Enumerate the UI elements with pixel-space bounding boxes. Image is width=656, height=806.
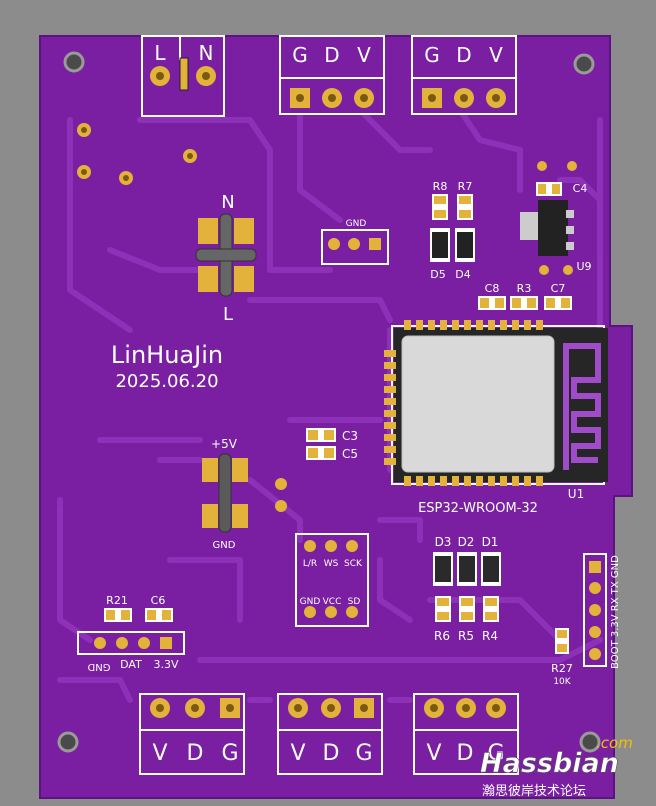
mounting-holes <box>57 51 601 753</box>
r21-label: R21 <box>106 594 128 607</box>
mains-fuse: N L <box>195 192 257 325</box>
d1-label: D1 <box>482 535 499 549</box>
c3-label: C3 <box>342 429 358 443</box>
gnd-header: GND <box>321 219 389 265</box>
left-header-pin-label: GND <box>87 661 110 672</box>
antenna-trace <box>563 343 601 470</box>
d4-label: D4 <box>455 268 470 281</box>
esp32-module: ESP32-WROOM-32 U1 <box>384 320 608 516</box>
gdv-pin-label: G <box>292 43 308 67</box>
gdv-connector-left: G D V <box>279 35 385 115</box>
power-plus-label: +5V <box>211 437 238 451</box>
r7-label: R7 <box>458 180 473 193</box>
mic-pin-label: VCC <box>323 597 342 607</box>
bottom-pin-label: V <box>152 741 167 766</box>
bottom-pin-label: V <box>290 741 305 766</box>
ac-connector: L N <box>141 35 225 117</box>
watermark: .com Hassbian 瀚思彼岸技术论坛 <box>480 734 633 799</box>
led-cluster: R8 R7 D5 D4 <box>430 180 475 281</box>
c5-label: C5 <box>342 447 358 461</box>
r27-value: 10K <box>553 677 571 687</box>
c7-label: C7 <box>551 282 566 295</box>
mic-pin-label: L/R <box>303 559 317 569</box>
r27-label: R27 <box>551 662 573 675</box>
bottom-pin-label: V <box>426 741 441 766</box>
r6-label: R6 <box>434 629 450 643</box>
c4-label: C4 <box>573 182 588 195</box>
r4-label: R4 <box>482 629 498 643</box>
module-ref: U1 <box>568 487 584 501</box>
left-header-pin-label: 3.3V <box>153 658 178 671</box>
r5-label: R5 <box>458 629 474 643</box>
mic-pin-label: SCK <box>344 559 363 569</box>
bottom-pin-label: D <box>457 741 474 766</box>
d3-label: D3 <box>435 535 452 549</box>
sensor-header-left: R21 C6 GND DAT 3.3V <box>77 594 185 672</box>
c8-label: C8 <box>485 282 500 295</box>
board-name: LinHuaJin <box>111 341 223 369</box>
gdv-pin-label: D <box>456 43 471 67</box>
c6-label: C6 <box>151 594 166 607</box>
bottom-pin-label: G <box>487 741 504 766</box>
gdv-connector-right: G D V <box>411 35 517 115</box>
r3-label: R3 <box>517 282 532 295</box>
gnd-header-label: GND <box>346 219 367 229</box>
mains-l-label: L <box>223 304 233 325</box>
mic-pin-label: WS <box>324 559 339 569</box>
watermark-sub: 瀚思彼岸技术论坛 <box>482 784 586 799</box>
c8-r3-c7: C8 R3 C7 <box>478 282 572 310</box>
gdv-pin-label: D <box>324 43 339 67</box>
gdv-pin-label: V <box>489 43 503 67</box>
bottom-pin-label: G <box>355 741 372 766</box>
c3-c5: C3 C5 <box>306 428 358 461</box>
r8-label: R8 <box>433 180 448 193</box>
mic-pin-label: SD <box>348 597 361 607</box>
watermark-main: Hassbian <box>480 748 619 779</box>
module-label: ESP32-WROOM-32 <box>418 501 538 516</box>
u9-label: U9 <box>576 260 591 273</box>
u9-regulator: C4 U9 <box>520 161 592 275</box>
bottom-connector-2: V D G <box>277 693 383 775</box>
ac-pin-label: L <box>154 41 166 65</box>
d5-label: D5 <box>430 268 445 281</box>
mic-pin-label: GND <box>300 597 321 607</box>
gdv-pin-label: V <box>357 43 371 67</box>
copper-traces <box>57 107 603 703</box>
power-gnd-label: GND <box>213 540 236 551</box>
power-input: +5V GND <box>202 437 287 551</box>
bottom-connector-1: V D G <box>139 693 245 775</box>
through-holes-left <box>77 123 197 185</box>
left-header-pin-label: DAT <box>120 658 142 671</box>
r27: R27 10K <box>551 628 573 687</box>
bottom-pin-label: D <box>187 741 204 766</box>
uart-header: BOOT 3.3V RX TX GND <box>583 553 621 669</box>
d2-label: D2 <box>458 535 475 549</box>
uart-label: BOOT 3.3V RX TX GND <box>610 555 621 669</box>
mic-header: L/R WS SCK GND VCC SD <box>295 533 369 627</box>
ac-pin-label: N <box>199 41 214 65</box>
watermark-com: .com <box>596 734 633 752</box>
bottom-pin-label: G <box>221 741 238 766</box>
gdv-pin-label: G <box>424 43 440 67</box>
mains-n-label: N <box>221 192 234 213</box>
bottom-pin-label: D <box>323 741 340 766</box>
diode-cluster: D3 D2 D1 R6 R5 R4 <box>433 535 501 643</box>
bottom-connector-3: V D G <box>413 693 519 775</box>
module-pins <box>384 320 543 486</box>
board-date: 2025.06.20 <box>115 371 218 392</box>
